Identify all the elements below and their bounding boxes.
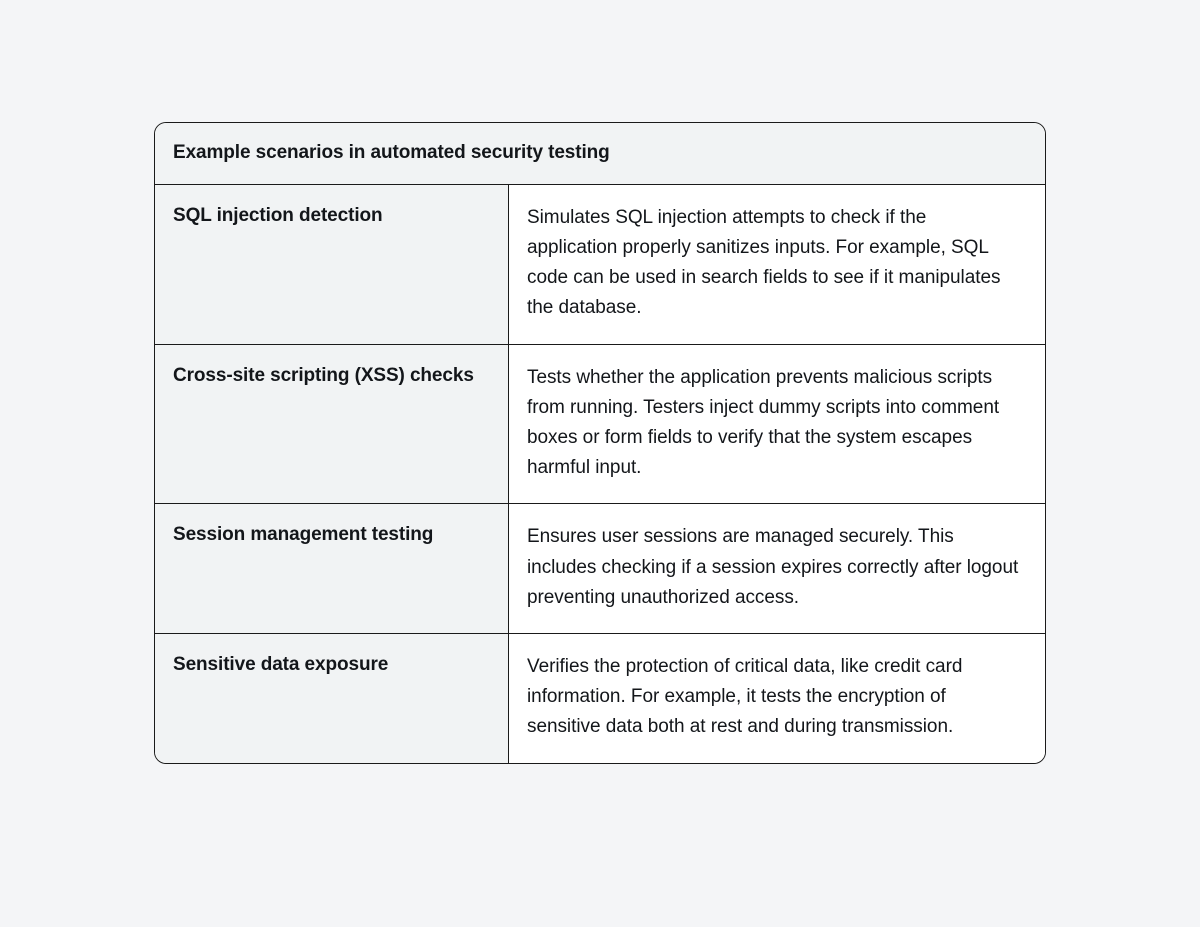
- row-description: Verifies the protection of critical data…: [509, 633, 1045, 763]
- table-title: Example scenarios in automated security …: [173, 142, 610, 163]
- row-term: SQL injection detection: [155, 184, 509, 344]
- row-term: Session management testing: [155, 504, 509, 633]
- row-description: Simulates SQL injection attempts to chec…: [509, 184, 1045, 344]
- scenarios-table: Example scenarios in automated security …: [154, 122, 1046, 764]
- table-body: SQL injection detection Simulates SQL in…: [155, 184, 1045, 763]
- row-term: Sensitive data exposure: [155, 633, 509, 763]
- row-term: Cross-site scripting (XSS) checks: [155, 344, 509, 504]
- table-row: Sensitive data exposure Verifies the pro…: [155, 633, 1045, 763]
- row-description: Ensures user sessions are managed secure…: [509, 504, 1045, 633]
- table-row: Session management testing Ensures user …: [155, 504, 1045, 634]
- row-description: Tests whether the application prevents m…: [509, 344, 1045, 504]
- table-row: Cross-site scripting (XSS) checks Tests …: [155, 344, 1045, 505]
- table-header: Example scenarios in automated security …: [155, 123, 1045, 185]
- table-row: SQL injection detection Simulates SQL in…: [155, 184, 1045, 345]
